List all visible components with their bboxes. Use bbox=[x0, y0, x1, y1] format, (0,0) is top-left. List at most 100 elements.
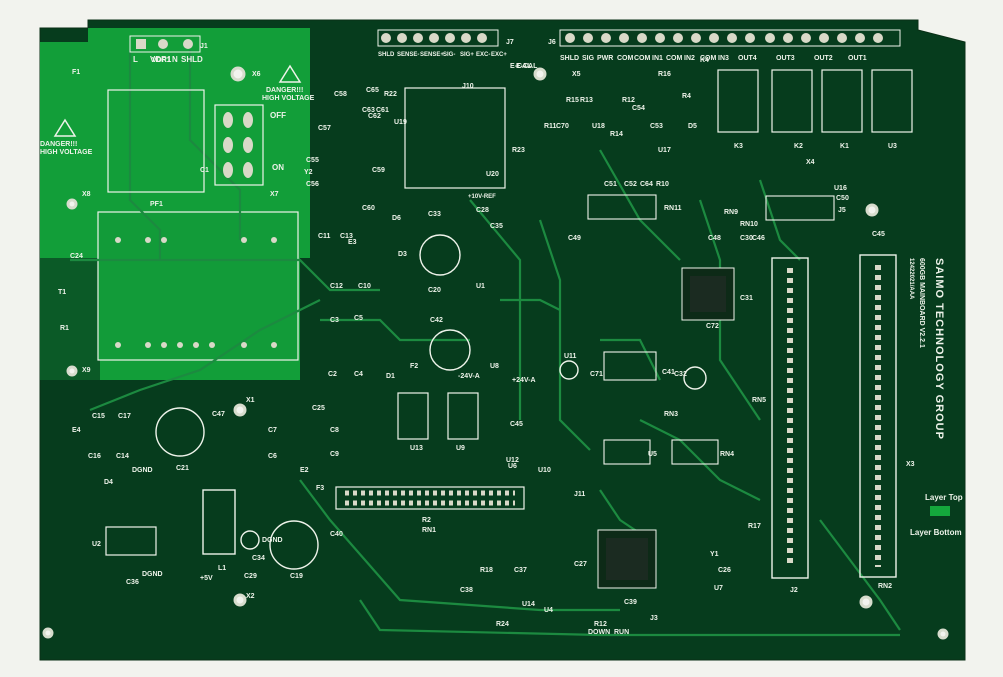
header-j11 bbox=[335, 486, 525, 510]
designator-label: X7 bbox=[270, 191, 279, 198]
designator-label: C45 bbox=[510, 421, 523, 428]
designator-label: C25 bbox=[312, 405, 325, 412]
designator-label: C16 bbox=[88, 453, 101, 460]
designator-label: J6 bbox=[548, 39, 556, 46]
designator-label: U11 bbox=[564, 353, 577, 360]
mounting-holes bbox=[42, 66, 949, 640]
connector-j6-j5-j4 bbox=[559, 29, 901, 47]
designator-label: R16 bbox=[658, 71, 671, 78]
designator-label: C26 bbox=[718, 567, 731, 574]
relay-footprints bbox=[717, 69, 913, 133]
designator-label: E2 bbox=[300, 467, 309, 474]
designator-label: U20 bbox=[486, 171, 499, 178]
ic-u12 bbox=[681, 267, 735, 321]
designator-label: E3 bbox=[348, 239, 357, 246]
designator-label: C50 bbox=[836, 195, 849, 202]
designator-label: U10 bbox=[538, 467, 551, 474]
designator-label: U3 bbox=[888, 143, 897, 150]
designator-label: C45 bbox=[872, 231, 885, 238]
j7-pin-3: SENSE+ bbox=[420, 52, 444, 58]
header-j3 bbox=[771, 257, 809, 579]
designator-label: K1 bbox=[840, 143, 849, 150]
j6-pin-6: IN1 bbox=[652, 55, 663, 62]
designator-label: D4 bbox=[104, 479, 113, 486]
designator-label: C35 bbox=[490, 223, 503, 230]
switch-on-label: ON bbox=[272, 163, 284, 172]
board-title-line-2: 600GB MAINBOARD V2.2.1 bbox=[918, 258, 925, 348]
designator-label: C46 bbox=[752, 235, 765, 242]
designator-label: C57 bbox=[318, 125, 331, 132]
designator-label: X6 bbox=[252, 71, 261, 78]
board-title-line-3: 12422021/AAA bbox=[908, 258, 914, 300]
j6-pin-2: SIG bbox=[582, 55, 595, 62]
j4-pin-3: OUT2 bbox=[814, 55, 833, 62]
designator-label: C38 bbox=[460, 587, 473, 594]
designator-label: X5 bbox=[572, 71, 581, 78]
designator-label: U4 bbox=[544, 607, 553, 614]
transformer-region bbox=[97, 211, 299, 361]
designator-label: C47 bbox=[212, 411, 225, 418]
net-label-ecal: E-CAL bbox=[510, 63, 532, 70]
j7-pin-1: SHLD bbox=[378, 52, 395, 58]
designator-label: C39 bbox=[624, 599, 637, 606]
danger-2-line-2: HIGH VOLTAGE bbox=[262, 95, 315, 102]
designator-label: D1 bbox=[386, 373, 395, 380]
board-title-line-1: SAIMO TECHNOLOGY GROUP bbox=[933, 258, 945, 440]
designator-label: X2 bbox=[246, 593, 255, 600]
j7-pin-labels: SHLD SENSE- SENSE+ SIG- SIG+ EXC- EXC+ bbox=[378, 52, 507, 58]
designator-label: R10 bbox=[656, 181, 669, 188]
connector-j1: L VDR1 N SHLD bbox=[129, 35, 203, 64]
designator-label: X9 bbox=[82, 367, 91, 374]
designator-label: J10 bbox=[462, 83, 474, 90]
inductor-l1 bbox=[202, 489, 236, 555]
designator-label: U18 bbox=[592, 123, 605, 130]
designator-label: C17 bbox=[118, 413, 131, 420]
designator-label: VDR1 bbox=[152, 57, 171, 64]
designator-label: C62 bbox=[368, 113, 381, 120]
designator-label: E-CAL bbox=[516, 63, 538, 70]
designator-label: Y1 bbox=[710, 551, 719, 558]
designator-label: C28 bbox=[476, 207, 489, 214]
designator-label: C27 bbox=[574, 561, 587, 568]
designator-label: C5 bbox=[354, 315, 363, 322]
designator-label: C9 bbox=[330, 451, 339, 458]
designator-label: RN4 bbox=[720, 451, 734, 458]
designator-label: C24 bbox=[70, 253, 83, 260]
danger-warning-1: DANGER!!! HIGH VOLTAGE bbox=[40, 118, 93, 156]
designator-label: C15 bbox=[92, 413, 105, 420]
warning-triangle-icon bbox=[53, 118, 77, 137]
designator-label: C52 bbox=[624, 181, 637, 188]
designator-label: R22 bbox=[384, 91, 397, 98]
designator-label: F2 bbox=[410, 363, 418, 370]
designator-label: R12 bbox=[594, 621, 607, 628]
designator-label: Y2 bbox=[304, 169, 313, 176]
designator-label: U8 bbox=[490, 363, 499, 370]
designator-label: C2 bbox=[328, 371, 337, 378]
designator-label: C7 bbox=[268, 427, 277, 434]
designator-label: C1 bbox=[200, 167, 209, 174]
designator-label: U14 bbox=[522, 601, 535, 608]
designator-label: U9 bbox=[456, 445, 465, 452]
j5-pin-4: IN3 bbox=[718, 55, 729, 62]
designator-label: U12 bbox=[506, 457, 519, 464]
designator-label: U5 bbox=[648, 451, 657, 458]
designator-label: X3 bbox=[906, 461, 915, 468]
designator-label: C48 bbox=[708, 235, 721, 242]
designator-label: U2 bbox=[92, 541, 101, 548]
designator-label: R13 bbox=[580, 97, 593, 104]
ic-u20-footprint bbox=[404, 87, 506, 189]
designator-label: C71 bbox=[590, 371, 603, 378]
designator-label: C32 bbox=[674, 371, 687, 378]
designator-label: C56 bbox=[306, 181, 319, 188]
designator-label: C65 bbox=[366, 87, 379, 94]
designator-label: RN5 bbox=[752, 397, 766, 404]
regulator-footprints bbox=[105, 392, 479, 556]
net-label-pos24v: +24V-A bbox=[512, 377, 536, 384]
j1-pin-2: VDR1 bbox=[150, 55, 172, 64]
designator-label: J11 bbox=[574, 491, 585, 498]
connector-j7 bbox=[377, 29, 499, 47]
net-label-dgnd-1: DGND bbox=[132, 467, 153, 474]
designator-label: C29 bbox=[244, 573, 257, 580]
designator-label: C31 bbox=[740, 295, 753, 302]
